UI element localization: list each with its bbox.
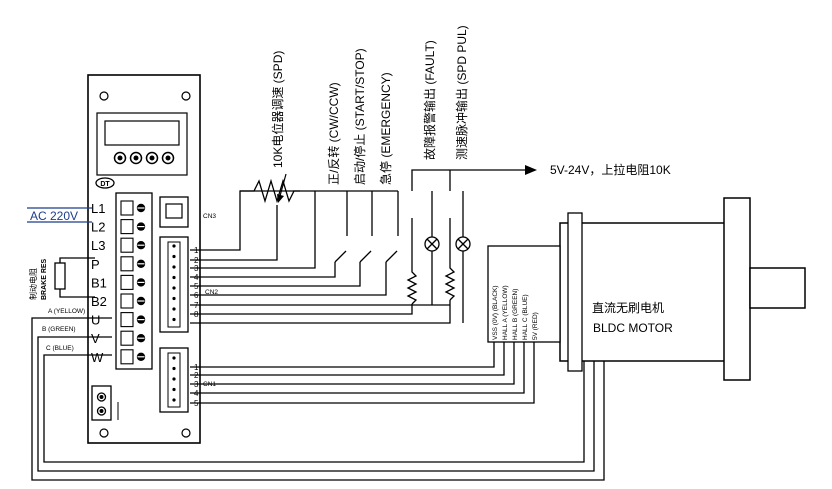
control-wiring — [190, 165, 537, 324]
ac-input-label: AC 220V — [30, 209, 78, 223]
resistor-icon — [54, 262, 66, 290]
hall-wire-label: HALL A (YELLOW) — [502, 285, 509, 340]
cn2-label: CN2 — [205, 289, 218, 296]
emergency-label: 急停 (EMERGENCY) — [378, 72, 393, 185]
brake-resistor: 制动电阻 BRAKE RES — [28, 257, 95, 300]
terminal-label: P — [91, 257, 100, 272]
led-display — [104, 120, 180, 146]
ground-terminal — [91, 385, 112, 421]
hall-connector — [487, 245, 561, 343]
cn3-label: CN3 — [203, 213, 216, 220]
terminal-label: B1 — [91, 275, 107, 290]
mount-hole-icon — [181, 91, 191, 101]
brand-logo — [95, 177, 115, 189]
motor-shaft — [749, 267, 806, 309]
motor-en-label: BLDC MOTOR — [593, 321, 673, 335]
hall-wire-label: HALL B (GREEN) — [512, 289, 519, 340]
arrow-icon — [525, 165, 537, 175]
terminal-label: L1 — [91, 201, 105, 216]
terminal-label: V — [91, 331, 100, 346]
hall-wire-label: HALL C (BLUE) — [522, 294, 529, 340]
terminal-label: L3 — [91, 238, 105, 253]
hall-wire-label: VSS (0V) (BLACK) — [492, 285, 499, 340]
start-stop-switch-icon — [359, 250, 372, 263]
fault-label: 故障报警输出 (FAULT) — [422, 40, 437, 160]
phase-a-label: A (YELLOW) — [48, 308, 85, 315]
pullup-resistor-icon — [444, 262, 456, 301]
pot-label: 10K电位器调速 (SPD) — [270, 51, 285, 168]
phase-b-label: B (GREEN) — [42, 326, 76, 333]
terminal-label: W — [91, 350, 104, 365]
driver-unit: DT CN3 CN2 CN1 — [87, 74, 218, 444]
start-stop-label: 启动/停止 (START/STOP) — [352, 48, 367, 185]
cw-ccw-label: 正/反转 (CW/CCW) — [326, 82, 341, 185]
logo-text: DT — [100, 181, 110, 188]
hall-wiring — [190, 342, 535, 404]
mount-hole-icon — [99, 91, 109, 101]
spd-pul-label: 测速脉冲输出 (SPD PUL) — [454, 25, 469, 160]
motor-cn-label: 直流无刷电机 — [592, 301, 664, 315]
panel-buttons — [113, 151, 175, 165]
phase-c-label: C (BLUE) — [46, 345, 74, 352]
brake-res-en-label: BRAKE RES — [41, 258, 48, 300]
terminal-label: U — [91, 313, 100, 328]
mount-hole-icon — [99, 428, 109, 438]
terminal-label: B2 — [91, 294, 107, 309]
emergency-switch-icon — [385, 250, 398, 263]
phase-wiring — [31, 317, 605, 481]
bldc-motor: 直流无刷电机 BLDC MOTOR — [487, 197, 806, 381]
potentiometer-icon — [240, 178, 300, 204]
terminal-label: L2 — [91, 220, 105, 235]
mount-hole-icon — [181, 428, 191, 438]
brake-res-cn-label: 制动电阻 — [28, 268, 38, 300]
cw-ccw-switch-icon — [334, 250, 347, 263]
pullup-resistor-icon — [406, 262, 418, 305]
hall-wire-label: 5V (RED) — [532, 312, 539, 340]
pullup-note: 5V-24V，上拉电阻10K — [550, 162, 671, 177]
